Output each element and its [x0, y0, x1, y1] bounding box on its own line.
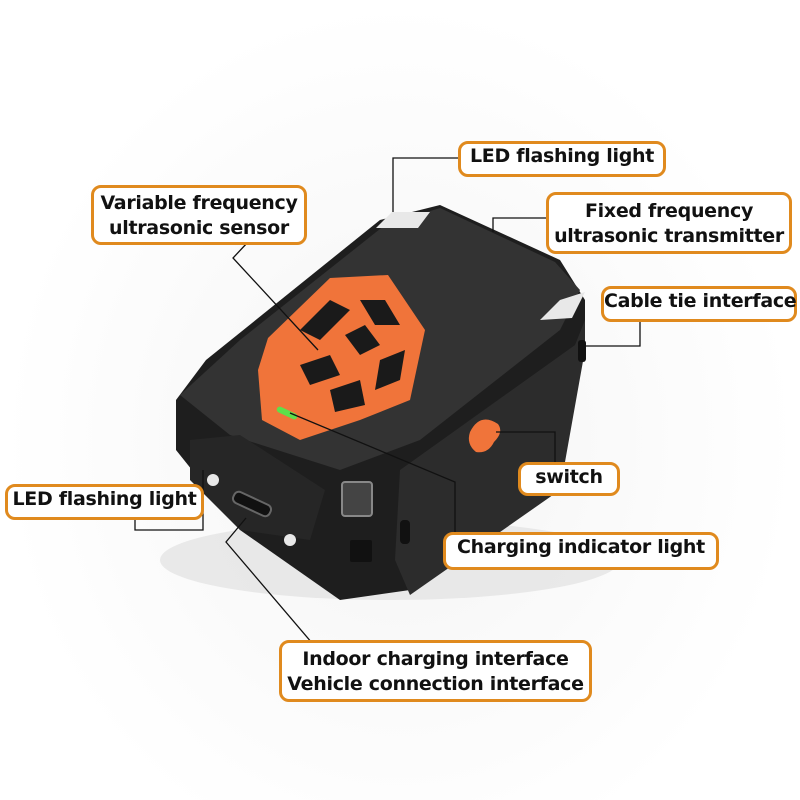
- callout-charging-vehicle-interface: Indoor charging interface Vehicle connec…: [279, 640, 592, 702]
- callout-switch: switch: [518, 462, 620, 496]
- callout-charging-indicator-light: Charging indicator light: [443, 532, 719, 570]
- callout-cable-tie-interface: Cable tie interface: [601, 286, 797, 322]
- callout-led-flashing-light-top: LED flashing light: [458, 141, 666, 177]
- callout-variable-frequency-sensor: Variable frequency ultrasonic sensor: [91, 185, 307, 245]
- callout-led-flashing-light-front: LED flashing light: [5, 484, 204, 520]
- callout-fixed-frequency-transmitter: Fixed frequency ultrasonic transmitter: [546, 192, 792, 254]
